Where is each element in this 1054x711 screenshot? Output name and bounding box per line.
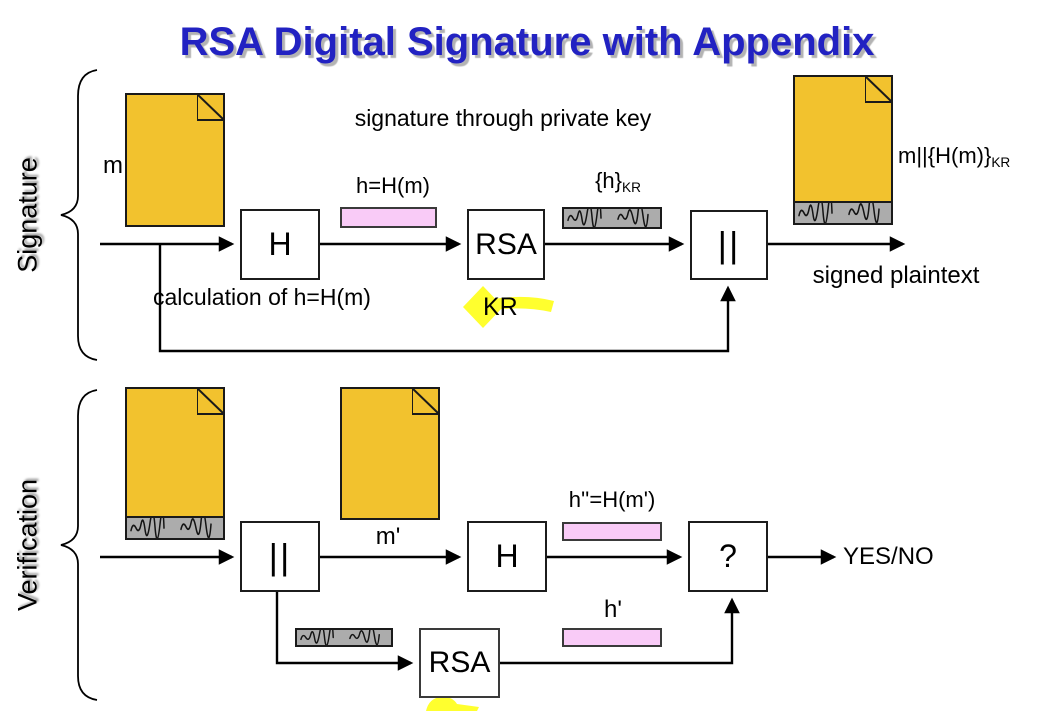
verification-brace-icon bbox=[60, 389, 98, 701]
signature-band-icon bbox=[793, 201, 893, 225]
signed-plaintext-caption: signed plaintext bbox=[812, 262, 980, 289]
private-key-highlight-icon bbox=[463, 286, 554, 328]
calculation-caption: calculation of h=H(m) bbox=[153, 284, 371, 310]
result-label: YES/NO bbox=[843, 543, 934, 570]
rsa-decrypt-box: RSA bbox=[419, 628, 500, 698]
public-key-highlight-icon bbox=[426, 696, 479, 711]
recovered-message-document-icon bbox=[340, 387, 440, 520]
folded-corner-icon bbox=[412, 387, 440, 415]
message-label: m bbox=[103, 152, 123, 179]
compare-box: ? bbox=[688, 521, 768, 592]
signature-brace-icon bbox=[60, 69, 98, 361]
signature-section-label: Signature bbox=[12, 157, 43, 273]
split-box: || bbox=[240, 521, 320, 592]
scribble-icon bbox=[567, 209, 649, 227]
signature-caption: signature through private key bbox=[354, 105, 652, 131]
decrypted-hash-label: h' bbox=[604, 596, 622, 623]
recomputed-hash-label: h''=H(m') bbox=[568, 487, 656, 512]
recovered-message-label: m' bbox=[375, 523, 401, 550]
hash-value-rect bbox=[340, 207, 437, 228]
recomputed-hash-rect bbox=[562, 522, 662, 541]
folded-corner-icon bbox=[197, 93, 225, 121]
scribble-icon bbox=[130, 518, 212, 538]
received-signed-document-icon bbox=[125, 387, 225, 540]
folded-corner-icon bbox=[197, 387, 225, 415]
hash-function-box: H bbox=[240, 209, 320, 280]
signature-band-icon bbox=[125, 516, 225, 540]
message-document-icon bbox=[125, 93, 225, 227]
decrypted-hash-rect bbox=[562, 628, 662, 647]
encrypted-hash-rect bbox=[562, 207, 662, 229]
scribble-icon bbox=[798, 203, 880, 223]
slide-title: RSA Digital Signature with Appendix bbox=[179, 20, 875, 64]
scribble-icon bbox=[300, 630, 380, 645]
encrypted-hash-label: {h}KR bbox=[595, 168, 641, 195]
rsa-encrypt-box: RSA bbox=[467, 209, 545, 280]
signed-output-label: m||{H(m)}KR bbox=[898, 143, 1011, 170]
folded-corner-icon bbox=[865, 75, 893, 103]
verification-section-label: Verification bbox=[12, 478, 43, 612]
verify-hash-function-box: H bbox=[467, 521, 547, 592]
hash-value-label: h=H(m) bbox=[356, 173, 430, 198]
concatenate-box: || bbox=[690, 210, 768, 280]
private-key-label: KR bbox=[483, 293, 518, 321]
received-encrypted-hash-rect bbox=[295, 628, 393, 647]
signed-document-icon bbox=[793, 75, 893, 225]
